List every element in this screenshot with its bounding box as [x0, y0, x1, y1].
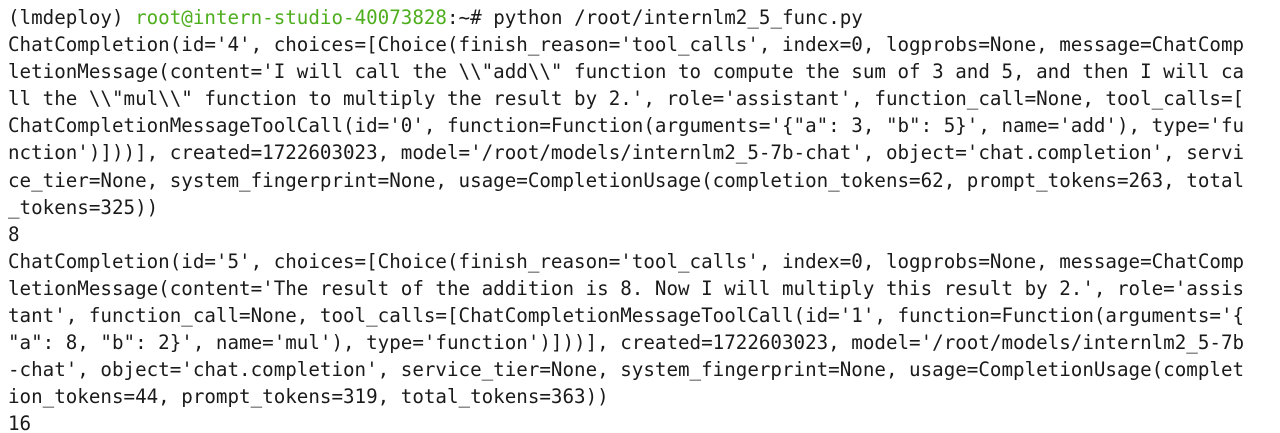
output-line: _tokens=325)) — [8, 195, 159, 219]
output-line: letionMessage(content='The result of the… — [8, 276, 1245, 300]
output-line: -chat', object='chat.completion', servic… — [8, 358, 1245, 382]
output-line: ll the \\"mul\\" function to multiply th… — [8, 87, 1245, 111]
command-text: python /root/internlm2_5_func.py — [493, 6, 863, 29]
output-line: ChatCompletionMessageToolCall(id='0', fu… — [8, 114, 1245, 138]
result-line: 8 — [8, 222, 20, 246]
output-line: tant', function_call=None, tool_calls=[C… — [8, 304, 1245, 328]
conda-env-label: (lmdeploy) — [8, 6, 136, 29]
output-line: ce_tier=None, system_fingerprint=None, u… — [8, 168, 1245, 192]
result-line: 16 — [8, 412, 32, 433]
prompt-path-symbol: :~# — [446, 6, 494, 29]
output-line: ChatCompletion(id='4', choices=[Choice(f… — [8, 33, 1245, 57]
output-line: ChatCompletion(id='5', choices=[Choice(f… — [8, 249, 1245, 273]
output-line: nction')]))], created=1722603023, model=… — [8, 141, 1245, 165]
output-line: ion_tokens=44, prompt_tokens=319, total_… — [8, 385, 609, 409]
prompt-line: (lmdeploy) root@intern-studio-40073828:~… — [8, 4, 1272, 31]
output-line: letionMessage(content='I will call the \… — [8, 60, 1245, 84]
user-host-label: root@intern-studio-40073828 — [135, 6, 447, 29]
output-line: "a": 8, "b": 2}', name='mul'), type='fun… — [8, 331, 1245, 355]
